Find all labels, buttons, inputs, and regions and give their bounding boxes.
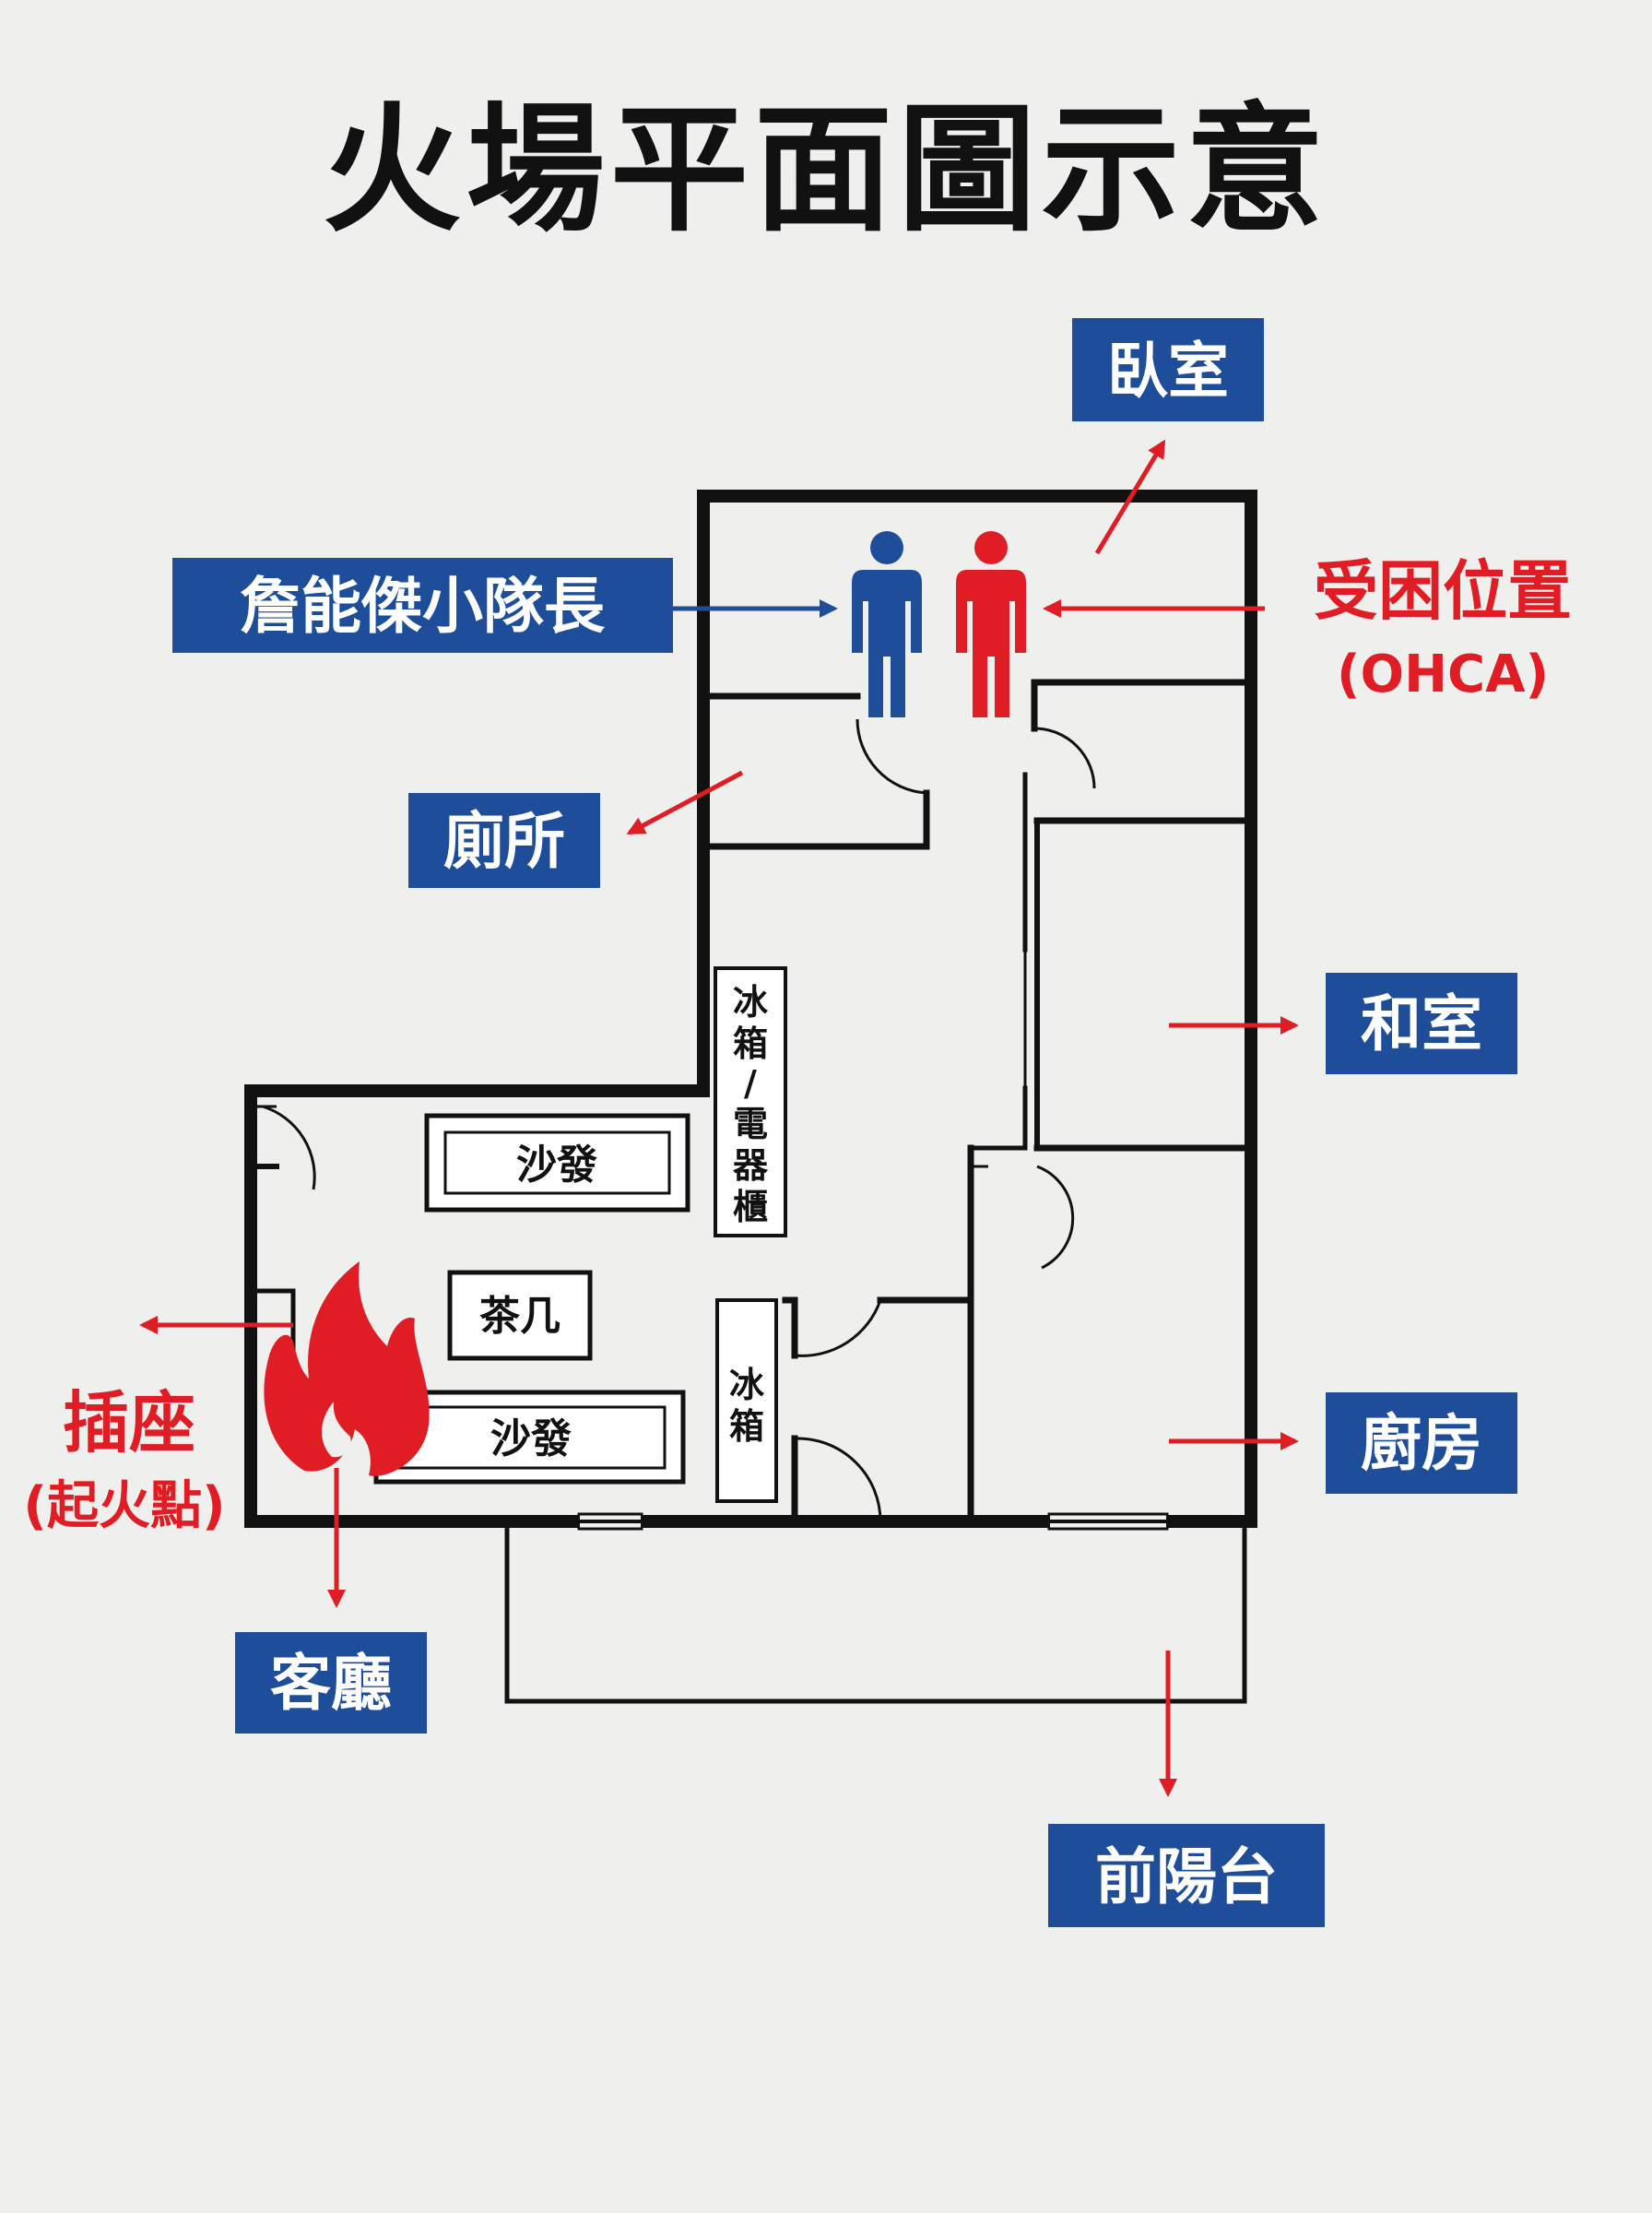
svg-text:和室: 和室 [1361, 988, 1482, 1059]
fridge-cabinet-char: 冰 [733, 982, 769, 1023]
label-trapped: 受困位置 [1314, 553, 1572, 629]
fridge-char: 冰 [729, 1365, 765, 1405]
arrow-bedroom [1094, 439, 1166, 555]
label-kitchen: 廚房 [1326, 1392, 1517, 1494]
person-icon [852, 531, 922, 717]
label-living-room: 客廳 [235, 1632, 427, 1734]
label-socket: 插座 [63, 1384, 195, 1462]
svg-text:廚房: 廚房 [1361, 1408, 1482, 1479]
person-icon [956, 531, 1026, 717]
sofa-top-label: 沙發 [516, 1142, 597, 1189]
fridge: 冰 箱 [715, 1298, 778, 1503]
fridge-cabinet-char: 箱 [733, 1024, 768, 1064]
label-fire-origin: (起火點) [23, 1476, 225, 1536]
coffee-table-label: 茶几 [479, 1293, 560, 1340]
arrow-toilet [626, 770, 744, 835]
fridge-cabinet-char: 器 [733, 1145, 769, 1186]
svg-text:客廳: 客廳 [270, 1648, 392, 1719]
label-captain: 詹能傑小隊長 [172, 558, 673, 653]
svg-text:詹能傑小隊長: 詹能傑小隊長 [240, 571, 606, 642]
label-ohca: (OHCA) [1337, 645, 1549, 704]
fridge-cabinet-char: 櫃 [733, 1187, 768, 1227]
fridge-char: 箱 [729, 1406, 764, 1447]
sofa-top: 沙發 [424, 1113, 690, 1213]
label-toilet: 廁所 [408, 793, 600, 888]
svg-text:臥室: 臥室 [1107, 336, 1229, 407]
label-front-balcony: 前陽台 [1048, 1824, 1325, 1927]
arrows [139, 439, 1299, 1797]
fridge-cabinet-char: 電 [733, 1104, 768, 1144]
fridge-cabinet: 冰 箱 / 電 器 櫃 [714, 966, 787, 1237]
sofa-bottom-label: 沙發 [490, 1415, 572, 1462]
fridge-cabinet-char: / [744, 1063, 757, 1104]
label-japanese-room: 和室 [1326, 973, 1517, 1074]
svg-text:前陽台: 前陽台 [1095, 1841, 1278, 1912]
page-title: 火場平面圖示意 [322, 90, 1329, 251]
label-bedroom: 臥室 [1072, 318, 1264, 421]
flame-icon [264, 1261, 430, 1476]
svg-text:廁所: 廁所 [443, 806, 565, 877]
coffee-table: 茶几 [447, 1270, 593, 1361]
doors [251, 718, 1096, 1522]
